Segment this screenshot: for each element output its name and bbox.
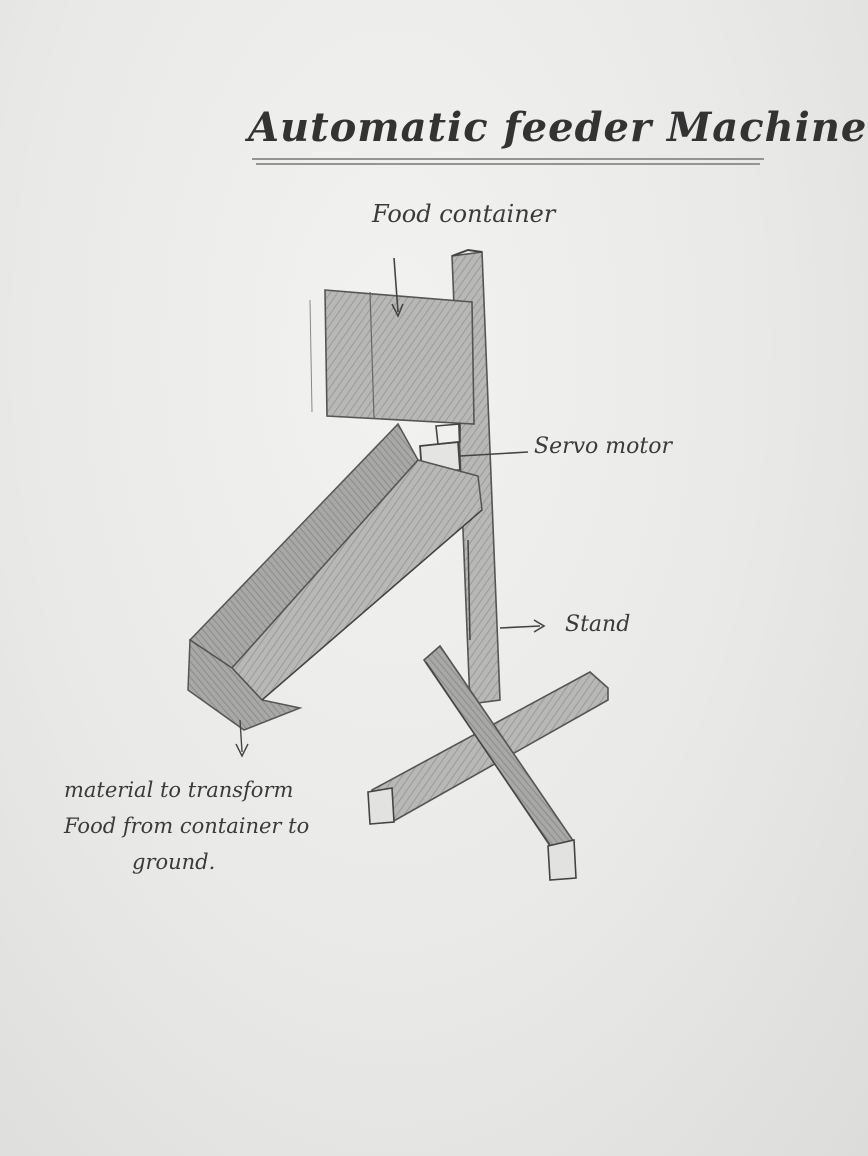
stand-pointer <box>500 620 544 632</box>
stand-label: Stand <box>565 612 630 637</box>
material-label-line-3: ground. <box>64 844 309 880</box>
food-container-label: Food container <box>372 200 555 228</box>
material-label: material to transform Food from containe… <box>64 772 309 880</box>
food-container-pointer <box>392 258 403 316</box>
material-label-line-1: material to transform <box>64 772 309 808</box>
food-chute <box>188 424 482 730</box>
material-label-line-2: Food from container to <box>64 808 309 844</box>
servo-motor-label: Servo motor <box>534 434 672 459</box>
food-container-box <box>310 290 474 424</box>
